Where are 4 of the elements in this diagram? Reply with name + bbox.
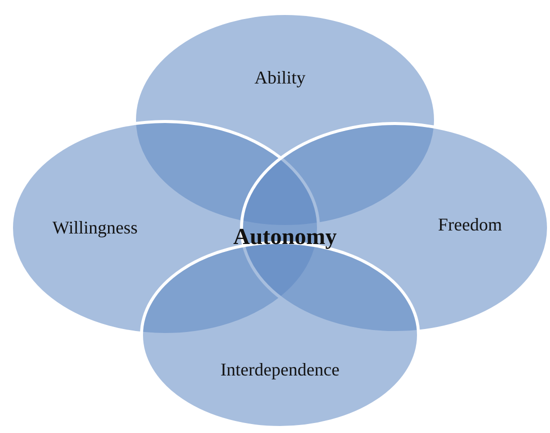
circle-label: Ability <box>254 68 306 88</box>
circle-label: Freedom <box>438 214 502 236</box>
circle-label: Interdependence <box>220 360 340 380</box>
circle-label: Willingness <box>52 218 138 238</box>
